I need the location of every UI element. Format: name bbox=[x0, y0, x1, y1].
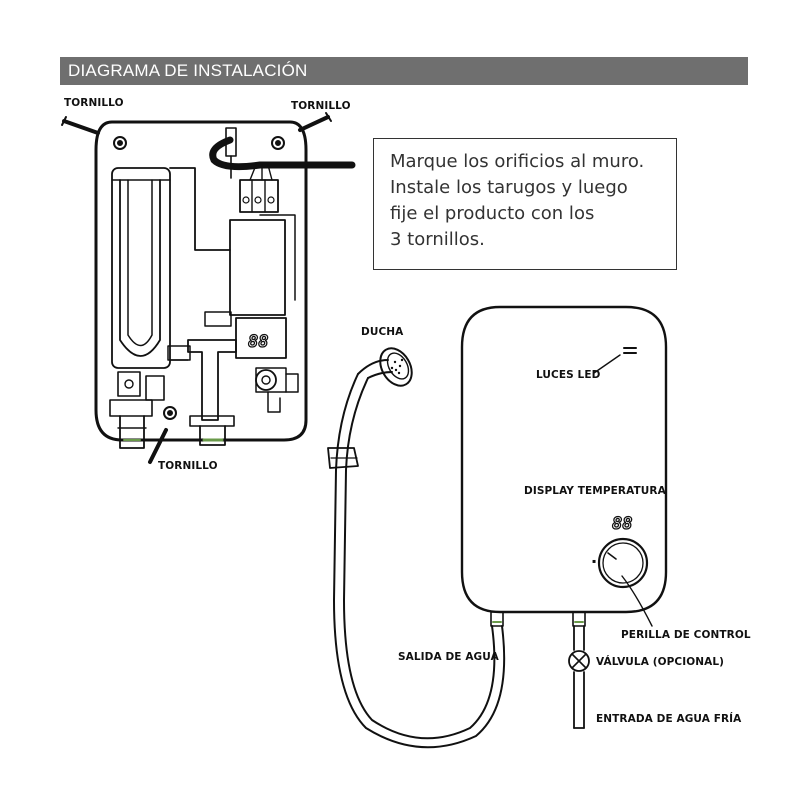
screw-left-icon bbox=[61, 116, 100, 135]
screw-hole-bottom bbox=[163, 406, 177, 420]
front-display-digits: 88 bbox=[612, 514, 632, 534]
label-salida-de-agua: SALIDA DE AGUA bbox=[398, 651, 499, 663]
heater-inner-unit bbox=[94, 120, 356, 449]
instruction-line-1: Marque los orificios al muro. bbox=[390, 151, 645, 172]
label-tornillo-left: TORNILLO bbox=[64, 97, 124, 109]
section-title: DIAGRAMA DE INSTALACIÓN bbox=[68, 61, 308, 80]
section-header: DIAGRAMA DE INSTALACIÓN bbox=[60, 57, 748, 85]
label-entrada-agua-fria: ENTRADA DE AGUA FRÍA bbox=[596, 713, 742, 725]
screw-hole-left bbox=[113, 136, 127, 150]
label-luces-led: LUCES LED bbox=[536, 369, 601, 381]
instructions-box: Marque los orificios al muro. Instale lo… bbox=[373, 138, 677, 270]
heater-front-unit: ▪ bbox=[460, 305, 668, 729]
valve-icon bbox=[568, 650, 590, 672]
instruction-line-3: fije el producto con los bbox=[390, 203, 595, 224]
label-tornillo-right: TORNILLO bbox=[291, 100, 351, 112]
label-ducha: DUCHA bbox=[361, 326, 404, 338]
instruction-line-2: Instale los tarugos y luego bbox=[390, 177, 628, 198]
label-valvula: VÁLVULA (OPCIONAL) bbox=[596, 656, 725, 668]
screw-bottom-icon bbox=[148, 428, 168, 464]
label-tornillo-bottom: TORNILLO bbox=[158, 460, 218, 472]
label-perilla-de-control: PERILLA DE CONTROL bbox=[621, 629, 751, 641]
instruction-line-4: 3 tornillos. bbox=[390, 229, 485, 250]
screw-hole-right bbox=[271, 136, 285, 150]
shower-assembly bbox=[327, 347, 506, 749]
svg-text:▪: ▪ bbox=[592, 558, 596, 565]
screw-right-icon bbox=[298, 112, 332, 132]
control-knob-icon bbox=[597, 537, 649, 589]
inner-display-digits: 88 bbox=[248, 332, 268, 352]
label-display-temperatura: DISPLAY TEMPERATURA bbox=[524, 485, 666, 497]
